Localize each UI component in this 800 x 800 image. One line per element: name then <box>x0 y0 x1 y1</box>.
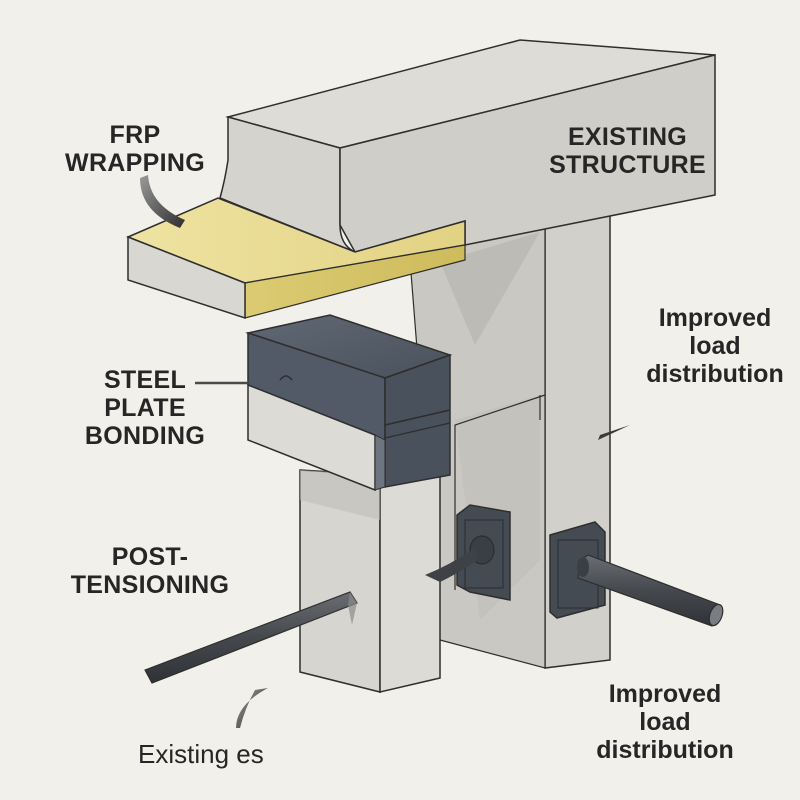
label-steel-line-2: PLATE <box>104 394 186 422</box>
front-column <box>299 469 441 693</box>
frp-leader-arrow <box>140 175 185 228</box>
front-column-right-face <box>379 469 441 693</box>
steel-side <box>384 353 451 488</box>
existing-es-leader-arrow <box>236 688 268 728</box>
label-post-line-1: POST- <box>111 543 189 571</box>
label-post-line-2: TENSIONING <box>70 571 230 599</box>
label-steel-line-1: STEEL <box>103 366 187 394</box>
label-improved-load-top: Improved load distribution <box>630 304 800 388</box>
steel-plate-block <box>245 314 453 492</box>
label-improved-bottom-line-3: distribution <box>596 736 734 764</box>
label-frp-line-2: WRAPPING <box>65 149 205 177</box>
label-improved-bottom-line-1: Improved <box>608 680 722 708</box>
load-distribution-leader <box>598 425 630 440</box>
label-post-tensioning: POST- TENSIONING <box>55 543 245 599</box>
label-improved-top-line-3: distribution <box>646 360 784 388</box>
frp-wrapping <box>126 197 466 320</box>
label-improved-load-bottom: Improved load distribution <box>580 680 750 764</box>
label-existing-es: Existing es <box>138 739 298 769</box>
label-steel-line-3: BONDING <box>84 422 206 450</box>
label-existing-line-2: STRUCTURE <box>549 151 706 179</box>
label-existing-es-text: Existing es <box>138 739 264 769</box>
frp-slab-end <box>127 235 246 320</box>
label-existing-structure: EXISTING STRUCTURE <box>530 123 725 179</box>
anchor-plate-right <box>549 521 724 627</box>
label-improved-bottom-line-2: load <box>639 708 691 736</box>
label-steel-plate-bonding: STEEL PLATE BONDING <box>75 366 215 450</box>
label-improved-top-line-2: load <box>689 332 741 360</box>
label-frp-line-1: FRP <box>109 121 161 149</box>
label-existing-line-1: EXISTING <box>567 123 688 151</box>
anchor-plate-left <box>425 504 511 601</box>
post-tensioning-rod <box>144 591 358 684</box>
label-improved-top-line-1: Improved <box>658 304 772 332</box>
existing-structure-beam <box>219 39 716 253</box>
label-frp-wrapping: FRP WRAPPING <box>55 121 215 177</box>
